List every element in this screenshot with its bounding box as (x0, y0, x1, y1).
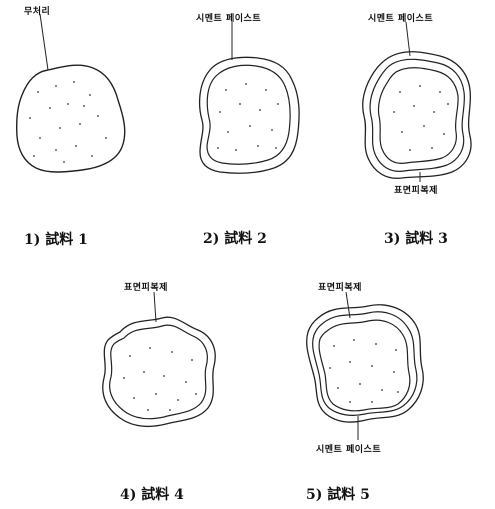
sample-1-figure (17, 14, 125, 172)
sample-5-top-leader (346, 292, 350, 318)
sample-3-top-leader (406, 22, 410, 56)
sample-5-label: 5) 試料 5 (306, 484, 370, 504)
sample-3-figure (363, 22, 471, 182)
sample-4-callout-coating: 표면피복제 (124, 280, 168, 293)
sample-1-callout-untreated: 무처리 (24, 4, 50, 17)
sample-1-aggregate (17, 65, 125, 172)
sample-4-coating-layer (103, 317, 215, 426)
sample-5-aggregate (319, 320, 410, 411)
sample-2-aggregate (207, 65, 290, 164)
sample-2-stipple (217, 83, 279, 151)
sample-2-callout-cement-paste: 시멘트 페이스트 (196, 11, 261, 24)
sample-3-label: 3) 試料 3 (384, 228, 448, 248)
sample-4-leader (154, 292, 156, 322)
sample-1-label: 1) 試料 1 (24, 229, 88, 249)
sample-3-aggregate (378, 68, 458, 164)
sample-5-callout-coating: 표면피복제 (318, 280, 362, 293)
sample-2-figure (200, 22, 300, 173)
sample-5-middle-layer (313, 312, 417, 416)
sample-3-callout-coating: 표면피복제 (394, 183, 438, 196)
sample-3-callout-cement-paste: 시멘트 페이스트 (368, 11, 433, 24)
sample-4-figure (103, 292, 215, 426)
sample-5-stipple (329, 339, 399, 403)
sample-4-stipple (123, 347, 197, 411)
sample-3-stipple (393, 85, 449, 151)
sample-2-cement-layer (200, 57, 300, 173)
sample-1-stipple (29, 81, 107, 163)
sample-5-callout-cement-paste: 시멘트 페이스트 (316, 442, 381, 455)
sample-5-figure (307, 292, 424, 440)
sample-1-leader (40, 14, 48, 70)
sample-4-aggregate (110, 325, 208, 419)
sample-4-label: 4) 試料 4 (120, 484, 184, 504)
sample-2-label: 2) 試料 2 (203, 228, 267, 248)
